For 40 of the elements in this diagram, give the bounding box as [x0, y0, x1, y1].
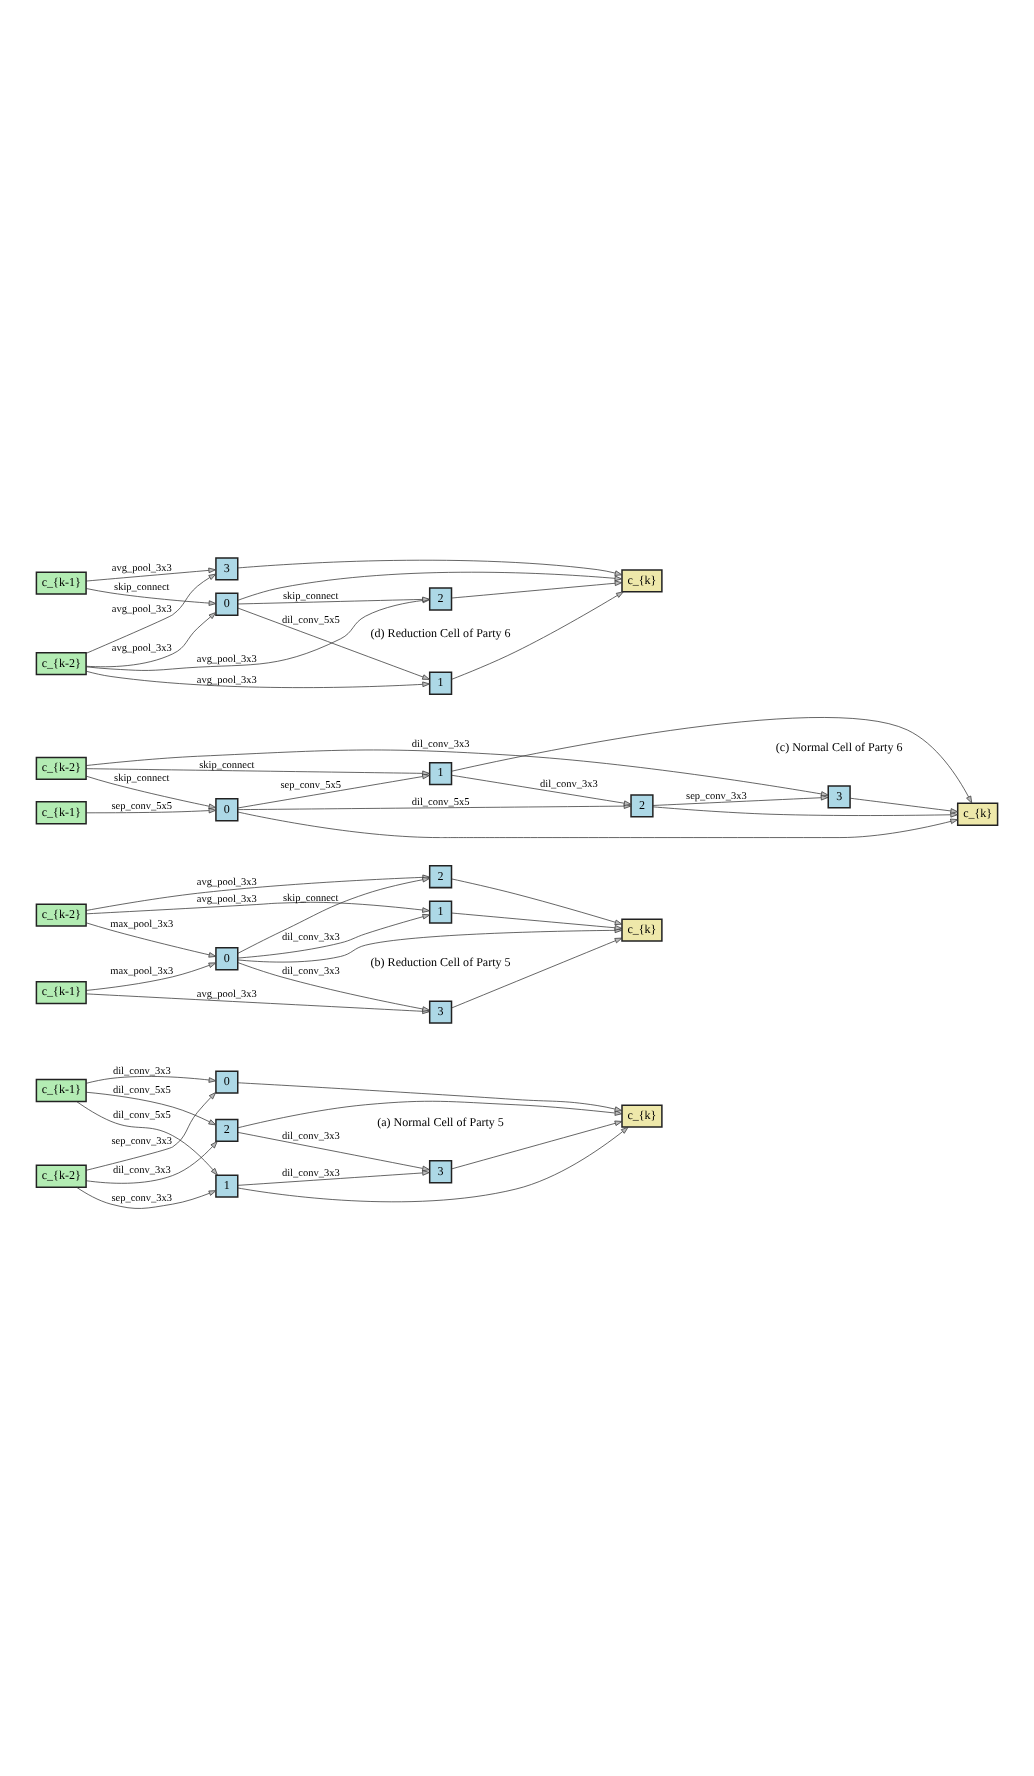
- arrow: [76, 1186, 217, 1209]
- arrow: [85, 567, 216, 582]
- arrow: [237, 571, 623, 601]
- arrow: [451, 580, 623, 599]
- arrow: [849, 797, 959, 814]
- arrow: [451, 912, 623, 931]
- arrow: [85, 612, 217, 668]
- arrow: [237, 1082, 623, 1112]
- arrow: [451, 717, 973, 804]
- arrow: [85, 901, 430, 915]
- arrow: [237, 773, 430, 809]
- arrow: [237, 962, 430, 1012]
- arrow: [237, 1100, 623, 1129]
- arrow: [237, 1126, 629, 1203]
- arrow: [451, 591, 624, 680]
- arrow: [85, 1076, 217, 1084]
- arrow: [237, 877, 430, 954]
- arrow: [85, 807, 217, 814]
- arrow: [237, 559, 623, 576]
- arrow: [237, 607, 430, 680]
- arrow: [451, 878, 623, 925]
- arrow: [85, 1141, 218, 1184]
- arrow: [85, 768, 430, 777]
- arrow: [237, 914, 431, 959]
- arrow: [85, 573, 217, 654]
- arrow: [237, 1132, 430, 1172]
- arrow: [85, 670, 430, 688]
- arrow: [85, 749, 829, 797]
- arrow: [652, 794, 829, 806]
- arrow: [85, 962, 217, 991]
- arrow: [85, 1091, 217, 1126]
- arrow: [451, 1120, 623, 1170]
- arrow: [85, 588, 217, 606]
- arrow: [451, 774, 632, 806]
- arrow: [451, 937, 623, 1009]
- arrow: [237, 811, 958, 838]
- arrow: [85, 775, 217, 809]
- arrow: [85, 922, 217, 958]
- arrow: [237, 1170, 430, 1186]
- arrow: [652, 806, 958, 818]
